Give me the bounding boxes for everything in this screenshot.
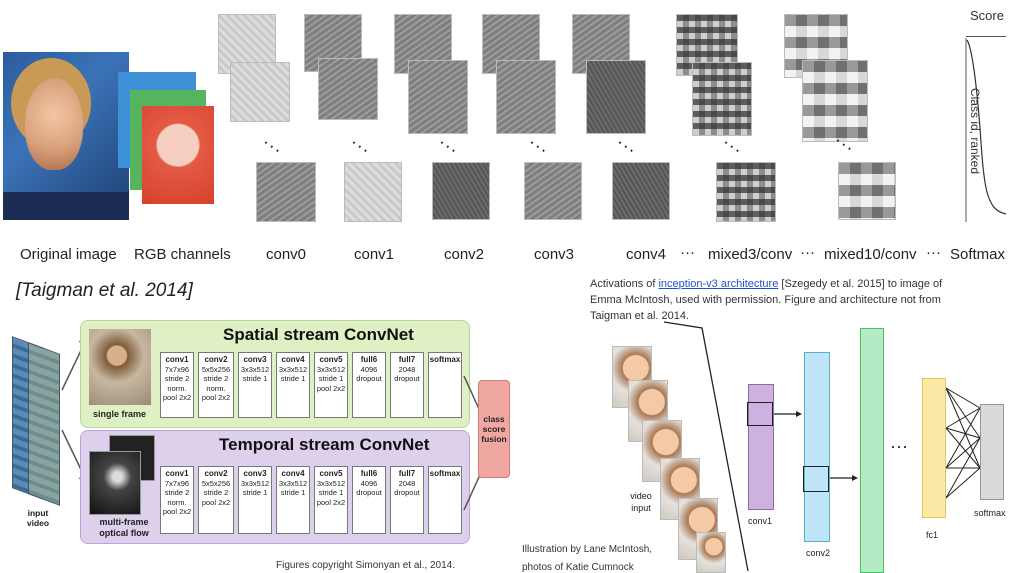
spatial-stream-title: Spatial stream ConvNet — [223, 325, 414, 344]
class-score-fusion-box: class score fusion — [478, 380, 510, 478]
temporal-softmax-box: softmax — [428, 466, 462, 534]
layer-ellipsis: ··· — [890, 436, 908, 456]
label-separator: ··· — [926, 244, 941, 261]
label-mixed10: mixed10/conv — [824, 246, 917, 263]
label-conv3: conv3 — [534, 246, 575, 263]
feature-map — [716, 162, 776, 222]
caption-suffix: [Szegedy et al. 2015] to image of Emma M… — [590, 278, 943, 322]
feature-map — [586, 60, 646, 134]
illustration-credit-line1: Illustration by Lane McIntosh, — [522, 544, 653, 555]
activation-caption: Activations of inception-v3 architecture… — [590, 276, 970, 324]
fc1-label: fc1 — [926, 530, 939, 540]
score-label: Score — [970, 8, 1004, 23]
single-frame-label: single frame — [93, 409, 147, 419]
ellipsis-dots: ··· — [434, 131, 464, 161]
copyright-note: Figures copyright Simonyan et al., 2014. — [276, 560, 455, 571]
label-conv4: conv4 — [626, 246, 667, 263]
label-softmax: Softmax — [950, 246, 1006, 263]
ellipsis-dots: ··· — [258, 131, 288, 161]
spatial-softmax-box: softmax — [428, 352, 462, 418]
video-input-label: video input — [630, 491, 652, 513]
rgb-channel-red — [142, 106, 214, 204]
video-frame — [696, 532, 726, 573]
input-video-label: input video — [26, 508, 50, 528]
feature-map — [256, 162, 316, 222]
ellipsis-dots: ··· — [524, 131, 554, 161]
network-diagram-lines — [663, 321, 981, 571]
optical-flow-image — [89, 451, 141, 515]
caption-prefix: Activations of — [590, 278, 659, 290]
label-original-image: Original image — [20, 246, 117, 263]
feature-map — [432, 162, 490, 220]
inception-v3-link[interactable]: inception-v3 architecture — [658, 278, 779, 290]
softmax-label: softmax — [974, 508, 1006, 518]
fc-layer — [860, 328, 884, 573]
label-separator: ··· — [800, 244, 815, 261]
fusion-label: class score fusion — [481, 414, 507, 444]
label-mixed3: mixed3/conv — [708, 246, 793, 263]
feature-map — [612, 162, 670, 220]
feature-map — [230, 62, 290, 122]
feature-map — [524, 162, 582, 220]
feature-map — [344, 162, 402, 222]
conv1-filter — [747, 402, 773, 426]
conv1-layer — [748, 384, 774, 510]
conv2-layer — [804, 352, 830, 542]
label-conv2: conv2 — [444, 246, 485, 263]
conv2-filter — [803, 466, 829, 492]
score-curve — [965, 38, 1007, 222]
original-image — [3, 52, 129, 220]
feature-map — [802, 60, 868, 142]
score-panel: Score Class id, ranked — [958, 8, 1008, 222]
temporal-stream-title: Temporal stream ConvNet — [219, 435, 430, 454]
conv1-label: conv1 — [748, 516, 773, 526]
feature-map — [838, 162, 896, 220]
single-frame-image — [89, 329, 151, 405]
feature-map — [496, 60, 556, 134]
multi-frame-label: multi-frame optical flow — [99, 517, 149, 538]
feature-map — [692, 62, 752, 136]
conv2-label: conv2 — [806, 548, 831, 558]
label-rgb-channels: RGB channels — [134, 246, 231, 263]
illustration-credit-line2: photos of Katie Cumnock — [522, 562, 634, 573]
ellipsis-dots: ··· — [718, 131, 748, 161]
ellipsis-dots: ··· — [346, 131, 376, 161]
citation-taigman: [Taigman et al. 2014] — [16, 280, 193, 301]
label-separator: ··· — [680, 244, 695, 261]
feature-map — [318, 58, 378, 120]
fc1-layer — [922, 378, 946, 518]
softmax-layer — [980, 404, 1004, 500]
label-conv1: conv1 — [354, 246, 395, 263]
label-conv0: conv0 — [266, 246, 307, 263]
feature-map — [408, 60, 468, 134]
input-video-stack — [8, 330, 68, 506]
ellipsis-dots: ··· — [612, 131, 642, 161]
